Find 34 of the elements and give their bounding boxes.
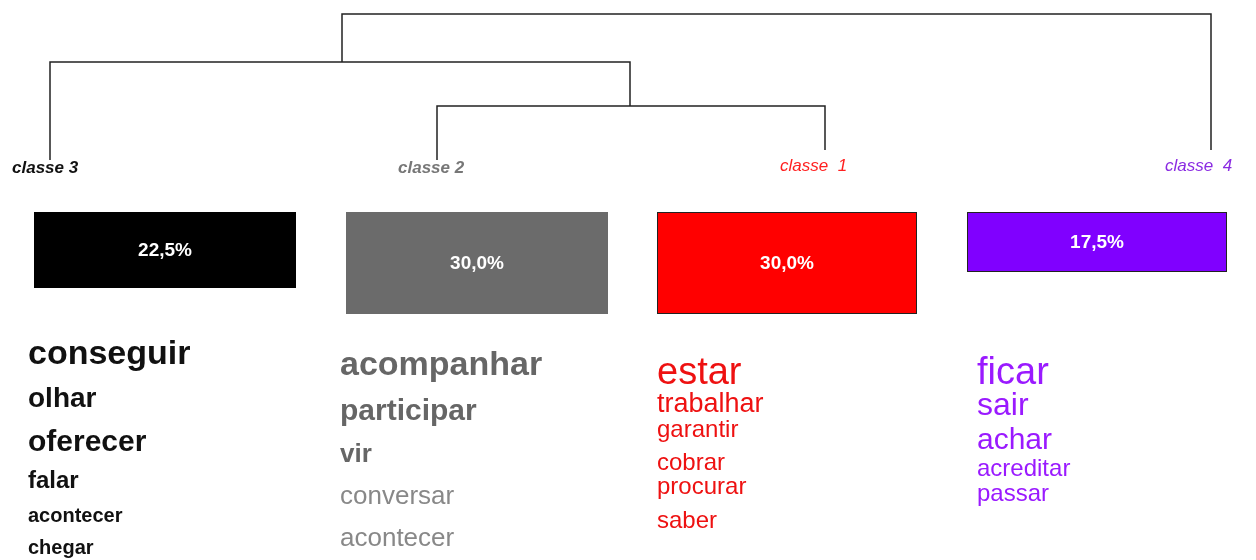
word-label: passar <box>977 480 1050 505</box>
class-label: classe 4 <box>1165 156 1233 174</box>
word-label: oferecer <box>28 425 147 456</box>
percentage-value: 30,0% <box>760 252 814 274</box>
percentage-bar <box>346 212 608 314</box>
word-label: sair <box>977 388 1029 421</box>
word-label: achar <box>977 423 1053 454</box>
word-label: estar <box>657 352 742 391</box>
word-label: trabalhar <box>657 390 764 418</box>
word-label: ficar <box>977 352 1049 391</box>
word-label: acontecer <box>340 523 455 550</box>
word-label: chegar <box>28 537 94 557</box>
class-label: classe 3 <box>12 158 79 176</box>
word-label: olhar <box>28 383 97 412</box>
word-label: acreditar <box>977 455 1071 480</box>
word-label: conseguir <box>28 335 191 370</box>
word-label: cobrar <box>657 449 726 474</box>
word-label: garantir <box>657 416 739 441</box>
word-label: acompanhar <box>340 346 543 381</box>
percentage-bar <box>967 212 1227 272</box>
class-label: classe 1 <box>780 156 848 174</box>
percentage-value: 17,5% <box>1070 231 1124 253</box>
word-label: conversar <box>340 481 455 508</box>
percentage-bar <box>657 212 917 314</box>
percentage-value: 30,0% <box>450 252 504 274</box>
word-label: falar <box>28 467 79 492</box>
class-label: classe 2 <box>398 158 465 176</box>
word-label: participar <box>340 394 477 425</box>
percentage-value: 22,5% <box>138 239 192 261</box>
word-label: vir <box>340 439 372 466</box>
word-label: procurar <box>657 473 747 498</box>
word-label: acontecer <box>28 505 123 525</box>
word-label: saber <box>657 507 718 532</box>
percentage-bar <box>34 212 296 288</box>
